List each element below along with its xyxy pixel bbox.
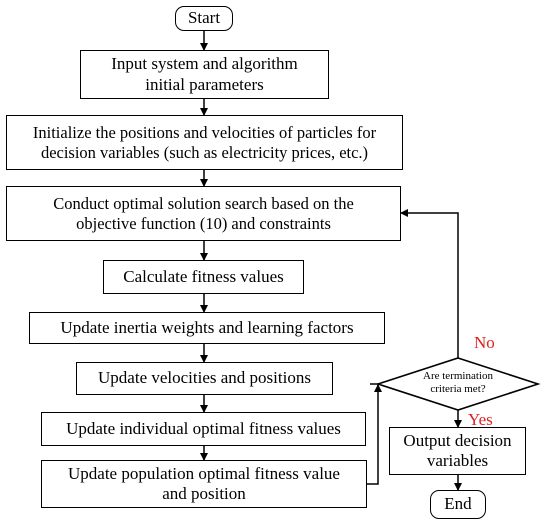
end-node: End (430, 490, 486, 519)
update-individual-box: Update individual optimal fitness values (41, 412, 366, 446)
yes-label: Yes (468, 410, 493, 429)
output-box: Output decision variables (389, 427, 526, 475)
update-population-box: Update population optimal fitness value … (41, 460, 367, 508)
search-box: Conduct optimal solution search based on… (6, 186, 401, 241)
no-label: No (474, 333, 495, 352)
decision-label: Are termination criteria met? (423, 370, 493, 395)
calculate-fitness-box: Calculate fitness values (103, 260, 304, 294)
start-node: Start (175, 6, 233, 31)
decision-diamond (375, 357, 541, 411)
arrow-population-to-decision (367, 383, 379, 485)
initialize-box: Initialize the positions and velocities … (6, 115, 403, 170)
input-params-box: Input system and algorithm initial param… (80, 50, 329, 99)
update-weights-box: Update inertia weights and learning fact… (29, 312, 385, 344)
update-velocities-box: Update velocities and positions (76, 362, 333, 395)
arrow-decision-no-to-search (400, 209, 459, 358)
